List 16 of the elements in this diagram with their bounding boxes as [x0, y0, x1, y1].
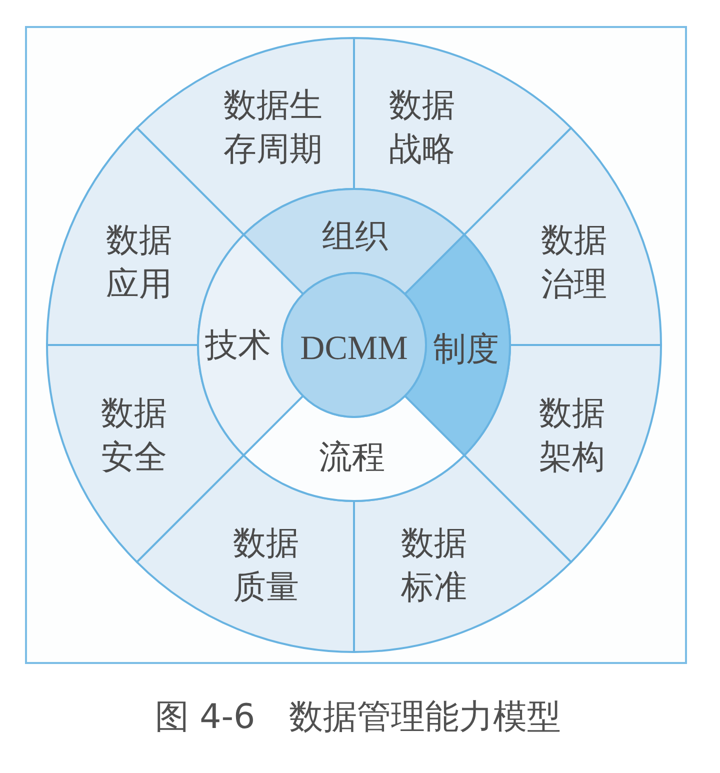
sector-label: 组织	[322, 214, 388, 257]
sector-label: 技术	[205, 324, 271, 366]
sector-label: 数据质量	[232, 522, 300, 608]
figure-caption: 图 4-6 数据管理能力模型	[154, 696, 562, 739]
sector-label: 数据架构	[538, 392, 606, 478]
center-circle	[280, 271, 428, 419]
sector-label: 数据应用	[105, 218, 173, 305]
sector-label: 数据生存周期	[222, 84, 324, 170]
sector-label: 流程	[319, 436, 385, 478]
circle-label: DCMM	[300, 329, 408, 370]
sector-label: 数据安全	[100, 392, 168, 478]
sector-label: 制度	[433, 328, 499, 370]
sector-label: 数据标准	[400, 522, 468, 608]
sector-label: 数据战略	[388, 84, 456, 170]
inner-ring-segment	[241, 393, 467, 503]
sector-label: 数据治理	[540, 218, 608, 305]
